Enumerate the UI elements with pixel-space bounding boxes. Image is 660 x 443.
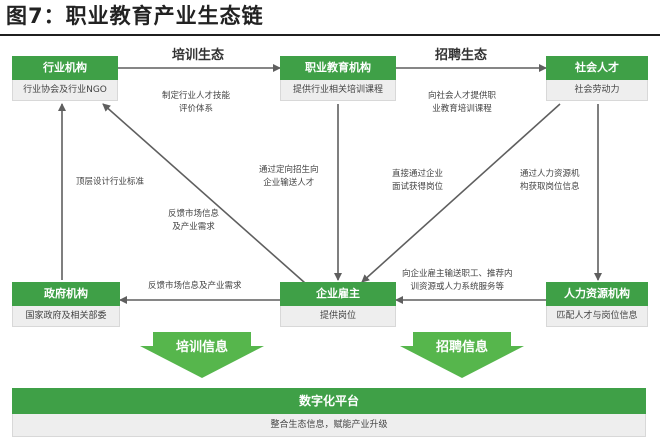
- digital-platform: 数字化平台 整合生态信息，赋能产业升级: [12, 388, 646, 437]
- label-line: 向社会人才提供职: [428, 91, 497, 101]
- label-talent-to-hr: 通过人力资源机 构获取岗位信息: [520, 168, 580, 194]
- label-line: 向企业雇主输送职工、推荐内: [402, 269, 513, 279]
- node-hr-title: 人力资源机构: [546, 282, 648, 306]
- node-vocational-desc: 提供行业相关培训课程: [280, 80, 396, 101]
- node-government-desc: 国家政府及相关部委: [12, 306, 120, 327]
- node-government-title: 政府机构: [12, 282, 120, 306]
- label-vocational-to-employer: 通过定向招生向 企业输送人才: [259, 164, 319, 190]
- label-industry-to-vocational: 制定行业人才技能 评价体系: [162, 90, 230, 116]
- label-line: 训资源或人力系统服务等: [410, 282, 505, 292]
- label-government-to-industry: 顶层设计行业标准: [76, 176, 144, 189]
- node-industry-title: 行业机构: [12, 56, 118, 80]
- recruit-info-arrow: [400, 332, 524, 378]
- page-title: 图7：职业教育产业生态链: [6, 4, 264, 28]
- label-line: 反馈市场信息及产业需求: [148, 281, 242, 291]
- label-line: 制定行业人才技能: [162, 91, 231, 101]
- label-line: 直接通过企业: [392, 169, 444, 179]
- label-line: 通过人力资源机: [520, 169, 580, 179]
- section-recruit-ecosystem: 招聘生态: [435, 48, 488, 63]
- node-hr-desc: 匹配人才与岗位信息: [546, 306, 648, 327]
- node-hr-institution: 人力资源机构 匹配人才与岗位信息: [546, 282, 648, 327]
- label-line: 评价体系: [179, 104, 214, 114]
- node-government-institution: 政府机构 国家政府及相关部委: [12, 282, 120, 327]
- platform-title: 数字化平台: [12, 388, 646, 414]
- training-info-arrow: [140, 332, 264, 378]
- label-line: 面试获得岗位: [392, 182, 444, 192]
- arrow-talent-to-employer: [361, 103, 561, 283]
- label-employer-to-industry: 反馈市场信息 及产业需求: [168, 208, 219, 234]
- node-industry-institution: 行业机构 行业协会及行业NGO: [12, 56, 118, 101]
- label-line: 构获取岗位信息: [520, 182, 580, 192]
- node-social-talent: 社会人才 社会劳动力: [546, 56, 648, 101]
- label-line: 业教育培训课程: [432, 104, 492, 114]
- label-hr-to-employer: 向企业雇主输送职工、推荐内 训资源或人力系统服务等: [402, 268, 513, 294]
- section-training-ecosystem: 培训生态: [172, 48, 225, 63]
- node-industry-desc: 行业协会及行业NGO: [12, 80, 118, 101]
- label-line: 顶层设计行业标准: [76, 177, 145, 187]
- label-line: 企业输送人才: [263, 178, 315, 188]
- node-employer: 企业雇主 提供岗位: [280, 282, 396, 327]
- title-divider: [0, 34, 660, 36]
- platform-desc: 整合生态信息，赋能产业升级: [12, 414, 646, 437]
- recruit-info-label: 招聘信息: [435, 340, 488, 355]
- label-talent-to-employer: 直接通过企业 面试获得岗位: [392, 168, 443, 194]
- label-line: 通过定向招生向: [259, 165, 319, 175]
- node-talent-desc: 社会劳动力: [546, 80, 648, 101]
- label-line: 及产业需求: [172, 222, 215, 232]
- label-employer-to-government: 反馈市场信息及产业需求: [148, 280, 242, 293]
- training-info-label: 培训信息: [175, 340, 228, 355]
- node-employer-title: 企业雇主: [280, 282, 396, 306]
- node-vocational-institution: 职业教育机构 提供行业相关培训课程: [280, 56, 396, 101]
- label-vocational-to-talent: 向社会人才提供职 业教育培训课程: [428, 90, 496, 116]
- label-line: 反馈市场信息: [168, 209, 220, 219]
- node-vocational-title: 职业教育机构: [280, 56, 396, 80]
- node-talent-title: 社会人才: [546, 56, 648, 80]
- node-employer-desc: 提供岗位: [280, 306, 396, 327]
- arrow-employer-to-industry: [102, 103, 306, 284]
